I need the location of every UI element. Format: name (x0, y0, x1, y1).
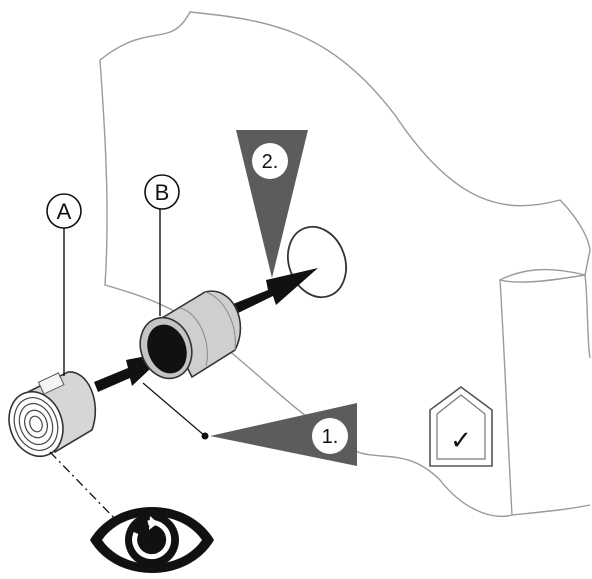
label-a-text: A (57, 199, 72, 224)
step-1-callout: 1. (142, 382, 357, 466)
house-check-icon: ✓ (429, 386, 493, 467)
arrow-b-to-outlet (228, 268, 318, 316)
part-b-housing (139, 290, 242, 380)
step-2-callout: 2. (236, 130, 308, 278)
part-a-aerator (8, 371, 97, 458)
step-1-number: 1. (322, 426, 339, 448)
step-2-number: 2. (262, 151, 279, 173)
eye-icon (90, 507, 214, 573)
sight-line (49, 451, 119, 523)
outlet-ring (287, 225, 347, 299)
label-b: B (144, 174, 180, 316)
checkmark-icon: ✓ (450, 425, 472, 455)
label-b-text: B (155, 180, 170, 205)
label-a: A (46, 193, 82, 376)
